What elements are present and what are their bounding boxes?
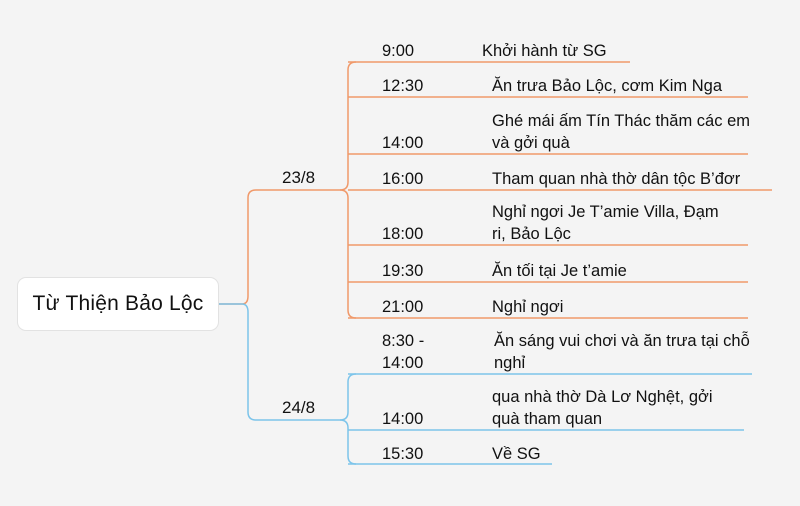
day2-item2-time: 14:00	[382, 410, 424, 428]
day2-item2-activity[interactable]: qua nhà thờ Dà Lơ Nghệt, gởi quà tham qu…	[492, 388, 713, 428]
day1-item4-time: 16:00	[382, 170, 424, 188]
day1-item5-time: 18:00	[382, 225, 424, 243]
day1-item5-activity[interactable]: Nghỉ ngơi Je T’amie Villa, Đạm ri, Bảo L…	[492, 203, 719, 243]
day1-item3-time: 14:00	[382, 134, 424, 152]
day2-item3-activity[interactable]: Về SG	[492, 445, 541, 463]
root-label: Từ Thiện Bảo Lộc	[32, 292, 204, 315]
connector-day2-trunk-lower	[339, 419, 357, 465]
day1-label[interactable]: 23/8	[282, 168, 316, 187]
day1-item4-activity[interactable]: Tham quan nhà thờ dân tộc B’đơr	[492, 170, 741, 188]
root-node[interactable]: Từ Thiện Bảo Lộc	[18, 278, 218, 330]
connector-root-day1	[218, 189, 340, 305]
day1-item2-time: 12:30	[382, 77, 424, 95]
connector-day1-trunk	[339, 61, 357, 191]
day2-label[interactable]: 24/8	[282, 398, 316, 417]
connector-day1-trunk-lower	[339, 189, 357, 319]
connector-day2-trunk	[339, 373, 357, 421]
day1-item7-activity[interactable]: Nghỉ ngơi	[492, 298, 564, 316]
day1-item7-time: 21:00	[382, 298, 424, 316]
day1-item2-activity[interactable]: Ăn trưa Bảo Lộc, cơm Kim Nga	[492, 77, 723, 95]
day1-item6-activity[interactable]: Ăn tối tại Je t’amie	[492, 262, 627, 280]
day2-item3-time: 15:30	[382, 445, 424, 463]
day1-item1-activity[interactable]: Khởi hành từ SG	[482, 42, 607, 60]
connector-root-day2	[218, 303, 340, 421]
day2-item1-activity[interactable]: Ăn sáng vui chơi và ăn trưa tại chỗ nghỉ	[494, 332, 750, 372]
day1-item3-activity[interactable]: Ghé mái ấm Tín Thác thăm các em và gởi q…	[492, 112, 750, 152]
day1-item1-time: 9:00	[382, 42, 415, 60]
day1-item6-time: 19:30	[382, 262, 424, 280]
day2-item1-time: 8:30 - 14:00	[382, 332, 425, 372]
